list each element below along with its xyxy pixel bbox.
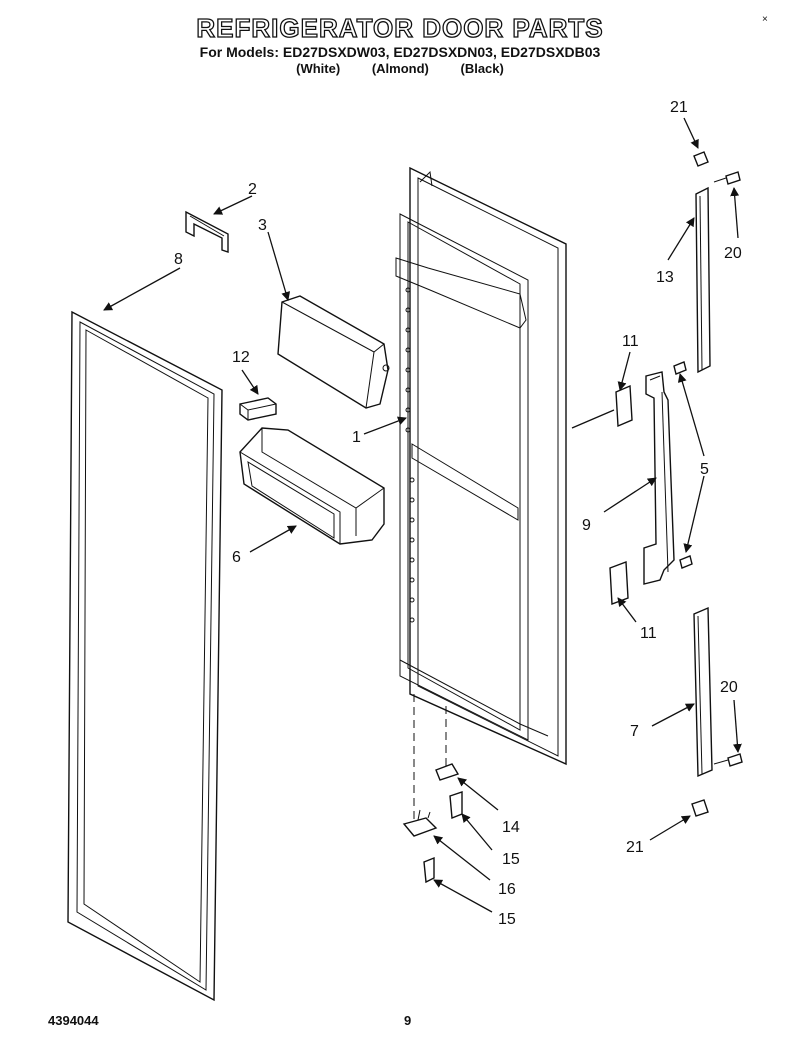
callout-9: 9 [582,517,591,534]
callout-11-top: 11 [622,333,639,350]
callout-8: 8 [174,251,183,268]
callout-21-bottom: 21 [626,839,644,856]
model-list: For Models: ED27DSXDW03, ED27DSXDN03, ED… [199,44,601,60]
color-black: (Black) [460,61,504,76]
callout-6: 6 [232,549,241,566]
part-12-shelf-clip [239,397,277,421]
part-21-clip-bottom [691,799,709,817]
part-20-screw-bottom [713,753,743,767]
page-title: REFRIGERATOR DOOR PARTS [196,13,604,43]
callout-20-top: 20 [724,245,742,262]
part-16-hinge [402,809,438,837]
callout-12: 12 [232,349,250,366]
document-number: 4394044 [48,1013,99,1028]
part-3-dairy-door [277,295,390,409]
callout-2: 2 [248,181,257,198]
callout-1: 1 [352,429,361,446]
callout-20-bottom: 20 [720,679,738,696]
part-9-handle [643,371,675,585]
diagram-header: REFRIGERATOR DOOR PARTS For Models: ED27… [0,13,800,76]
part-21-clip-top [693,151,709,167]
part-7-trim-strip [693,606,713,778]
callout-14: 14 [502,819,520,836]
callout-15-lower: 15 [498,911,516,928]
callout-13: 13 [656,269,674,286]
part-15-screws [423,791,463,884]
part-20-screw-top [713,171,741,185]
callout-7: 7 [630,723,639,740]
corner-mark: × [762,14,768,25]
callout-16: 16 [498,881,516,898]
callout-3: 3 [258,217,267,234]
part-14-cam [435,763,460,781]
page-number: 9 [404,1013,412,1028]
part-1-door-liner [395,166,567,820]
part-11-end-caps [609,384,633,605]
part-2-clip [185,210,229,253]
leader-lines [103,117,742,913]
color-almond: (Almond) [371,61,429,76]
part-8-door-gasket [67,310,223,1002]
callout-5: 5 [700,461,709,478]
callout-15-upper: 15 [502,851,520,868]
callout-21-top: 21 [670,99,688,116]
callout-11-bottom: 11 [640,625,657,642]
part-5-screws [673,361,693,569]
part-6-door-bin [239,427,385,545]
part-13-trim-strip [695,186,711,374]
color-list: (White) (Almond) (Black) [0,61,800,76]
color-white: (White) [296,61,341,76]
